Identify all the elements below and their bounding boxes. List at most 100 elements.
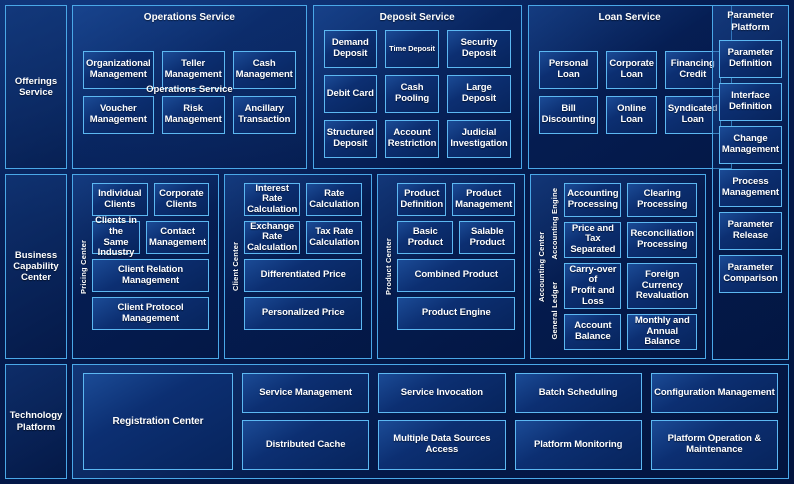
technology-platform-panel[interactable]: Registration Center Service Management S… — [72, 364, 789, 479]
rail-item-process-management[interactable]: Process Management — [718, 168, 782, 207]
capability-item-corporate-clients[interactable]: Corporate Clients — [153, 183, 210, 216]
accounting-sub-labels: Accounting Engine General Ledger — [548, 180, 561, 353]
capability-item-contact-management[interactable]: Contact Management — [146, 221, 210, 254]
service-item-grid: Organizational Management Teller Managem… — [73, 23, 306, 168]
capability-item-salable-product[interactable]: Salable Product — [459, 221, 516, 254]
tech-item-service-management[interactable]: Service Management — [242, 373, 370, 413]
service-item-online-loan[interactable]: Online Loan — [606, 95, 657, 134]
accounting-engine-label: Accounting Engine — [550, 187, 560, 260]
service-item-personal-loan[interactable]: Personal Loan — [538, 50, 599, 89]
service-item-structured-deposit[interactable]: Structured Deposit — [323, 120, 377, 158]
capability-group-vertical-label: Pricing Center — [79, 239, 88, 294]
service-item-debit-card[interactable]: Debit Card — [323, 75, 377, 113]
capability-group-body: Interest Rate Calculation Rate Calculati… — [242, 180, 367, 353]
service-group-title: Loan Service — [598, 12, 661, 23]
business-capability-center-label: Business Capability Center — [5, 174, 67, 359]
capability-item-client-protocol-management[interactable]: Client Protocol Management — [92, 297, 210, 330]
capability-row: Basic Product Salable Product — [397, 221, 516, 254]
capability-item-client-relation-management[interactable]: Client Relation Management — [92, 259, 210, 292]
tech-item-distributed-cache[interactable]: Distributed Cache — [242, 419, 370, 470]
service-item-cash-management[interactable]: Cash Management — [232, 50, 296, 89]
capability-item-individual-clients[interactable]: Individual Clients — [92, 183, 148, 216]
service-item-large-deposit[interactable]: Large Deposit — [447, 75, 511, 113]
service-item-financing-credit[interactable]: Financing Credit — [664, 50, 721, 89]
capability-group-pricing-center[interactable]: Pricing Center Individual Clients Corpor… — [72, 174, 220, 359]
capability-item-tax-rate-calculation[interactable]: Tax Rate Calculation — [306, 221, 363, 254]
service-group-title: Operations Service — [143, 12, 235, 23]
service-item-grid: Demand Deposit Time Deposit Security Dep… — [314, 23, 521, 172]
accounting-item-foreign-currency-revaluation[interactable]: Foreign Currency Revaluation — [627, 262, 697, 310]
tech-item-platform-operation-maintenance[interactable]: Platform Operation & Maintenance — [650, 419, 778, 470]
capability-group-body: Individual Clients Corporate Clients Cli… — [90, 180, 214, 353]
rail-item-parameter-comparison[interactable]: Parameter Comparison — [718, 254, 782, 293]
capability-item-personalized-price[interactable]: Personalized Price — [244, 297, 363, 330]
service-item-cash-pooling[interactable]: Cash Pooling — [384, 75, 440, 113]
service-item-risk-management[interactable]: Risk Management — [161, 95, 225, 134]
accounting-center-vertical-label: Accounting Center — [537, 231, 547, 302]
capability-item-combined-product[interactable]: Combined Product — [397, 259, 516, 292]
capability-group-accounting-center[interactable]: Accounting Center Accounting Engine Gene… — [530, 174, 706, 359]
service-group-operations[interactable]: Operations Service Organizational Manage… — [72, 5, 307, 169]
service-item-ancillary-transaction[interactable]: Ancillary Transaction — [232, 95, 296, 134]
tech-item-configuration-management[interactable]: Configuration Management — [650, 373, 778, 413]
capability-group-product-center[interactable]: Product Center Product Definition Produc… — [377, 174, 526, 359]
parameter-platform-title: Parameter Platform — [727, 10, 774, 33]
accounting-item-account-balance[interactable]: Account Balance — [564, 314, 622, 350]
accounting-item-monthly-and-annual-balance[interactable]: Monthly and Annual Balance — [627, 314, 697, 350]
capability-row: Individual Clients Corporate Clients — [92, 183, 210, 216]
offerings-service-label: Offerings Service — [5, 5, 67, 169]
tech-item-platform-monitoring[interactable]: Platform Monitoring — [514, 419, 642, 470]
capability-group-client-center[interactable]: Client Center Interest Rate Calculation … — [224, 174, 373, 359]
offerings-service-groups: Operations Service Organizational Manage… — [72, 5, 732, 169]
service-item-account-restriction[interactable]: Account Restriction — [384, 120, 440, 158]
rail-item-parameter-release[interactable]: Parameter Release — [718, 211, 782, 250]
service-item-voucher-management[interactable]: Voucher Management — [83, 95, 154, 134]
accounting-item-clearing-processing[interactable]: Clearing Processing — [627, 183, 697, 217]
service-item-demand-deposit[interactable]: Demand Deposit — [323, 30, 377, 68]
capability-item-clients-same-industry[interactable]: Clients in the Same Industry — [92, 215, 141, 258]
technology-platform-row: Technology Platform Registration Center … — [5, 364, 789, 479]
service-item-teller-management[interactable]: Teller Management — [161, 50, 225, 89]
service-item-corporate-loan[interactable]: Corporate Loan — [606, 50, 657, 89]
capability-item-interest-rate-calculation[interactable]: Interest Rate Calculation — [244, 183, 301, 216]
service-item-time-deposit[interactable]: Time Deposit — [384, 30, 440, 68]
service-group-deposit[interactable]: Deposit Service Demand Deposit Time Depo… — [312, 5, 522, 172]
offerings-service-row: Offerings Service Operations Service Org… — [5, 5, 789, 169]
parameter-platform-rail[interactable]: Parameter Platform Parameter Definition … — [711, 5, 789, 360]
service-item-organizational-management[interactable]: Organizational Management — [83, 50, 154, 89]
capability-item-product-definition[interactable]: Product Definition — [397, 183, 447, 216]
business-capability-groups: Pricing Center Individual Clients Corpor… — [72, 174, 706, 359]
capability-item-exchange-rate-calculation[interactable]: Exchange Rate Calculation — [244, 221, 301, 254]
service-item-syndicated-loan[interactable]: Syndicated Loan — [664, 95, 721, 134]
capability-item-rate-calculation[interactable]: Rate Calculation — [306, 183, 363, 216]
rail-item-interface-definition[interactable]: Interface Definition — [718, 82, 782, 121]
business-capability-row: Business Capability Center Pricing Cente… — [5, 5, 789, 360]
rail-item-parameter-definition[interactable]: Parameter Definition — [718, 39, 782, 78]
capability-row: Exchange Rate Calculation Tax Rate Calcu… — [244, 221, 363, 254]
capability-item-product-engine[interactable]: Product Engine — [397, 297, 516, 330]
capability-row: Interest Rate Calculation Rate Calculati… — [244, 183, 363, 216]
accounting-item-reconciliation-processing[interactable]: Reconciliation Processing — [627, 221, 697, 258]
capability-group-vertical-label: Product Center — [384, 238, 394, 295]
accounting-item-carry-over-of-profit-and-loss[interactable]: Carry-over of Profit and Loss — [564, 262, 622, 310]
capability-group-vertical-label: Client Center — [231, 241, 241, 292]
accounting-item-accounting-processing[interactable]: Accounting Processing — [564, 183, 622, 217]
tech-item-registration-center[interactable]: Registration Center — [83, 373, 233, 470]
service-group-loan[interactable]: Loan Service Personal Loan Corporate Loa… — [527, 5, 732, 169]
rail-item-change-management[interactable]: Change Management — [718, 125, 782, 164]
service-item-grid: Personal Loan Corporate Loan Financing C… — [529, 23, 731, 168]
accounting-item-price-and-tax-separated[interactable]: Price and Tax Separated — [564, 221, 622, 258]
accounting-center-inner: Accounting Engine General Ledger Account… — [548, 180, 701, 353]
service-item-bill-discounting[interactable]: Bill Discounting — [538, 95, 599, 134]
service-item-security-deposit[interactable]: Security Deposit — [447, 30, 511, 68]
capability-item-product-management[interactable]: Product Management — [452, 183, 516, 216]
general-ledger-label: General Ledger — [550, 280, 560, 339]
tech-item-multiple-data-sources-access[interactable]: Multiple Data Sources Access — [378, 419, 506, 470]
service-item-judicial-investigation[interactable]: Judicial Investigation — [447, 120, 511, 158]
tech-item-service-invocation[interactable]: Service Invocation — [378, 373, 506, 413]
capability-row: Clients in the Same Industry Contact Man… — [92, 215, 210, 258]
tech-item-batch-scheduling[interactable]: Batch Scheduling — [514, 373, 642, 413]
capability-item-basic-product[interactable]: Basic Product — [397, 221, 454, 254]
capability-item-differentiated-price[interactable]: Differentiated Price — [244, 259, 363, 292]
